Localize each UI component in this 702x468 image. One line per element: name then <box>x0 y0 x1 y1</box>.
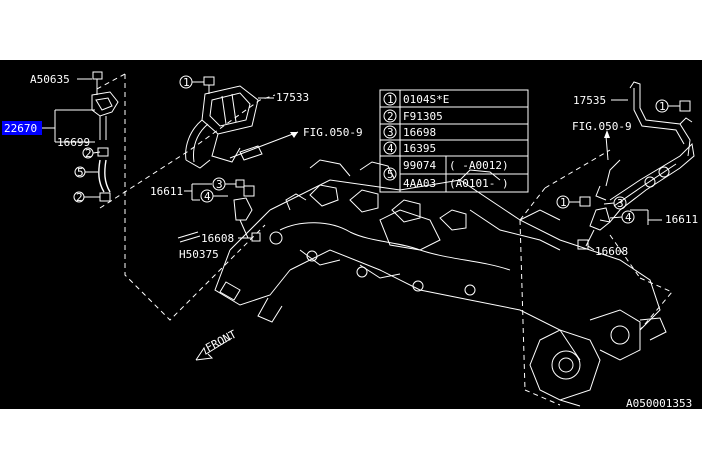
intake-manifold-drawing <box>214 159 661 361</box>
parts-diagram: A50635 22670 16699 2 5 2 <box>0 60 702 410</box>
label-16611-right: 16611 <box>665 213 698 226</box>
svg-text:1: 1 <box>659 100 666 113</box>
svg-text:3: 3 <box>617 197 624 210</box>
highlight-22670[interactable]: 22670 <box>2 121 42 135</box>
label-17535: 17535 <box>573 94 606 107</box>
svg-text:4: 4 <box>204 190 211 203</box>
table-row-part: 16395 <box>403 142 436 155</box>
table-row-range: (A0101- ) <box>449 177 509 190</box>
hose-h50375-drawing <box>177 231 201 243</box>
callout-1-left: 1 <box>179 75 204 89</box>
sensor-22670-drawing <box>91 91 119 140</box>
callout-4-right: 4 <box>609 210 635 224</box>
label-fig-right: FIG.050-9 <box>572 120 632 133</box>
label-fig-left: FIG.050-9 <box>303 126 363 139</box>
label-22670: 22670 <box>4 122 37 135</box>
fuel-pipe-right-drawing <box>595 81 695 223</box>
callout-3-right: 3 <box>603 196 627 210</box>
drawing-number: A050001353 <box>626 397 692 409</box>
table-row-part: 99074 <box>403 159 436 172</box>
callout-2-bottom: 2 <box>73 191 100 204</box>
label-16611-left: 16611 <box>150 185 183 198</box>
table-row-num: 4 <box>387 142 394 155</box>
label-17533: 17533 <box>276 91 309 104</box>
right-dashed-outline <box>519 149 673 406</box>
callout-2-top: 2 <box>82 147 101 160</box>
callout-3-left: 3 <box>212 177 236 191</box>
svg-text:2: 2 <box>76 191 83 204</box>
table-row-range: ( -A0012) <box>449 159 509 172</box>
throttle-body-drawing <box>529 309 667 407</box>
front-arrow-icon: FRONT <box>195 327 239 361</box>
svg-text:1: 1 <box>560 196 567 209</box>
bolt-icon <box>92 71 103 95</box>
fig-arrow-left <box>229 131 299 161</box>
svg-text:1: 1 <box>183 76 190 89</box>
hose-drawing <box>98 159 105 193</box>
svg-text:4: 4 <box>625 211 632 224</box>
table-row-num: 5 <box>387 168 394 181</box>
callout-1-right: 1 <box>556 195 580 209</box>
solenoid-17533-drawing <box>185 85 259 169</box>
label-front: FRONT <box>203 327 239 354</box>
callout-4-left: 4 <box>200 189 228 203</box>
table-row-num: 2 <box>387 110 394 123</box>
svg-text:3: 3 <box>216 178 223 191</box>
parts-table: 1 0104S*E 2 F91305 3 16698 4 16395 5 990… <box>379 89 529 193</box>
table-row-part: 16698 <box>403 126 436 139</box>
label-a50635: A50635 <box>30 73 70 86</box>
label-h50375: H50375 <box>179 248 219 261</box>
injector-left-drawing <box>233 185 255 239</box>
label-16608-right: 16608 <box>595 245 628 258</box>
injector-right-drawing <box>577 207 611 250</box>
fig-arrow-right <box>604 130 610 161</box>
label-16608-left: 16608 <box>201 232 234 245</box>
svg-text:5: 5 <box>77 166 84 179</box>
callout-1-right-top: 1 <box>655 99 680 113</box>
table-row-part: F91305 <box>403 110 443 123</box>
table-row-num: 3 <box>387 126 394 139</box>
table-row-part: 0104S*E <box>403 93 449 106</box>
svg-text:2: 2 <box>85 147 92 160</box>
callout-5-left: 5 <box>74 166 98 179</box>
table-row-part: 4AA03 <box>403 177 436 190</box>
table-row-num: 1 <box>387 93 394 106</box>
